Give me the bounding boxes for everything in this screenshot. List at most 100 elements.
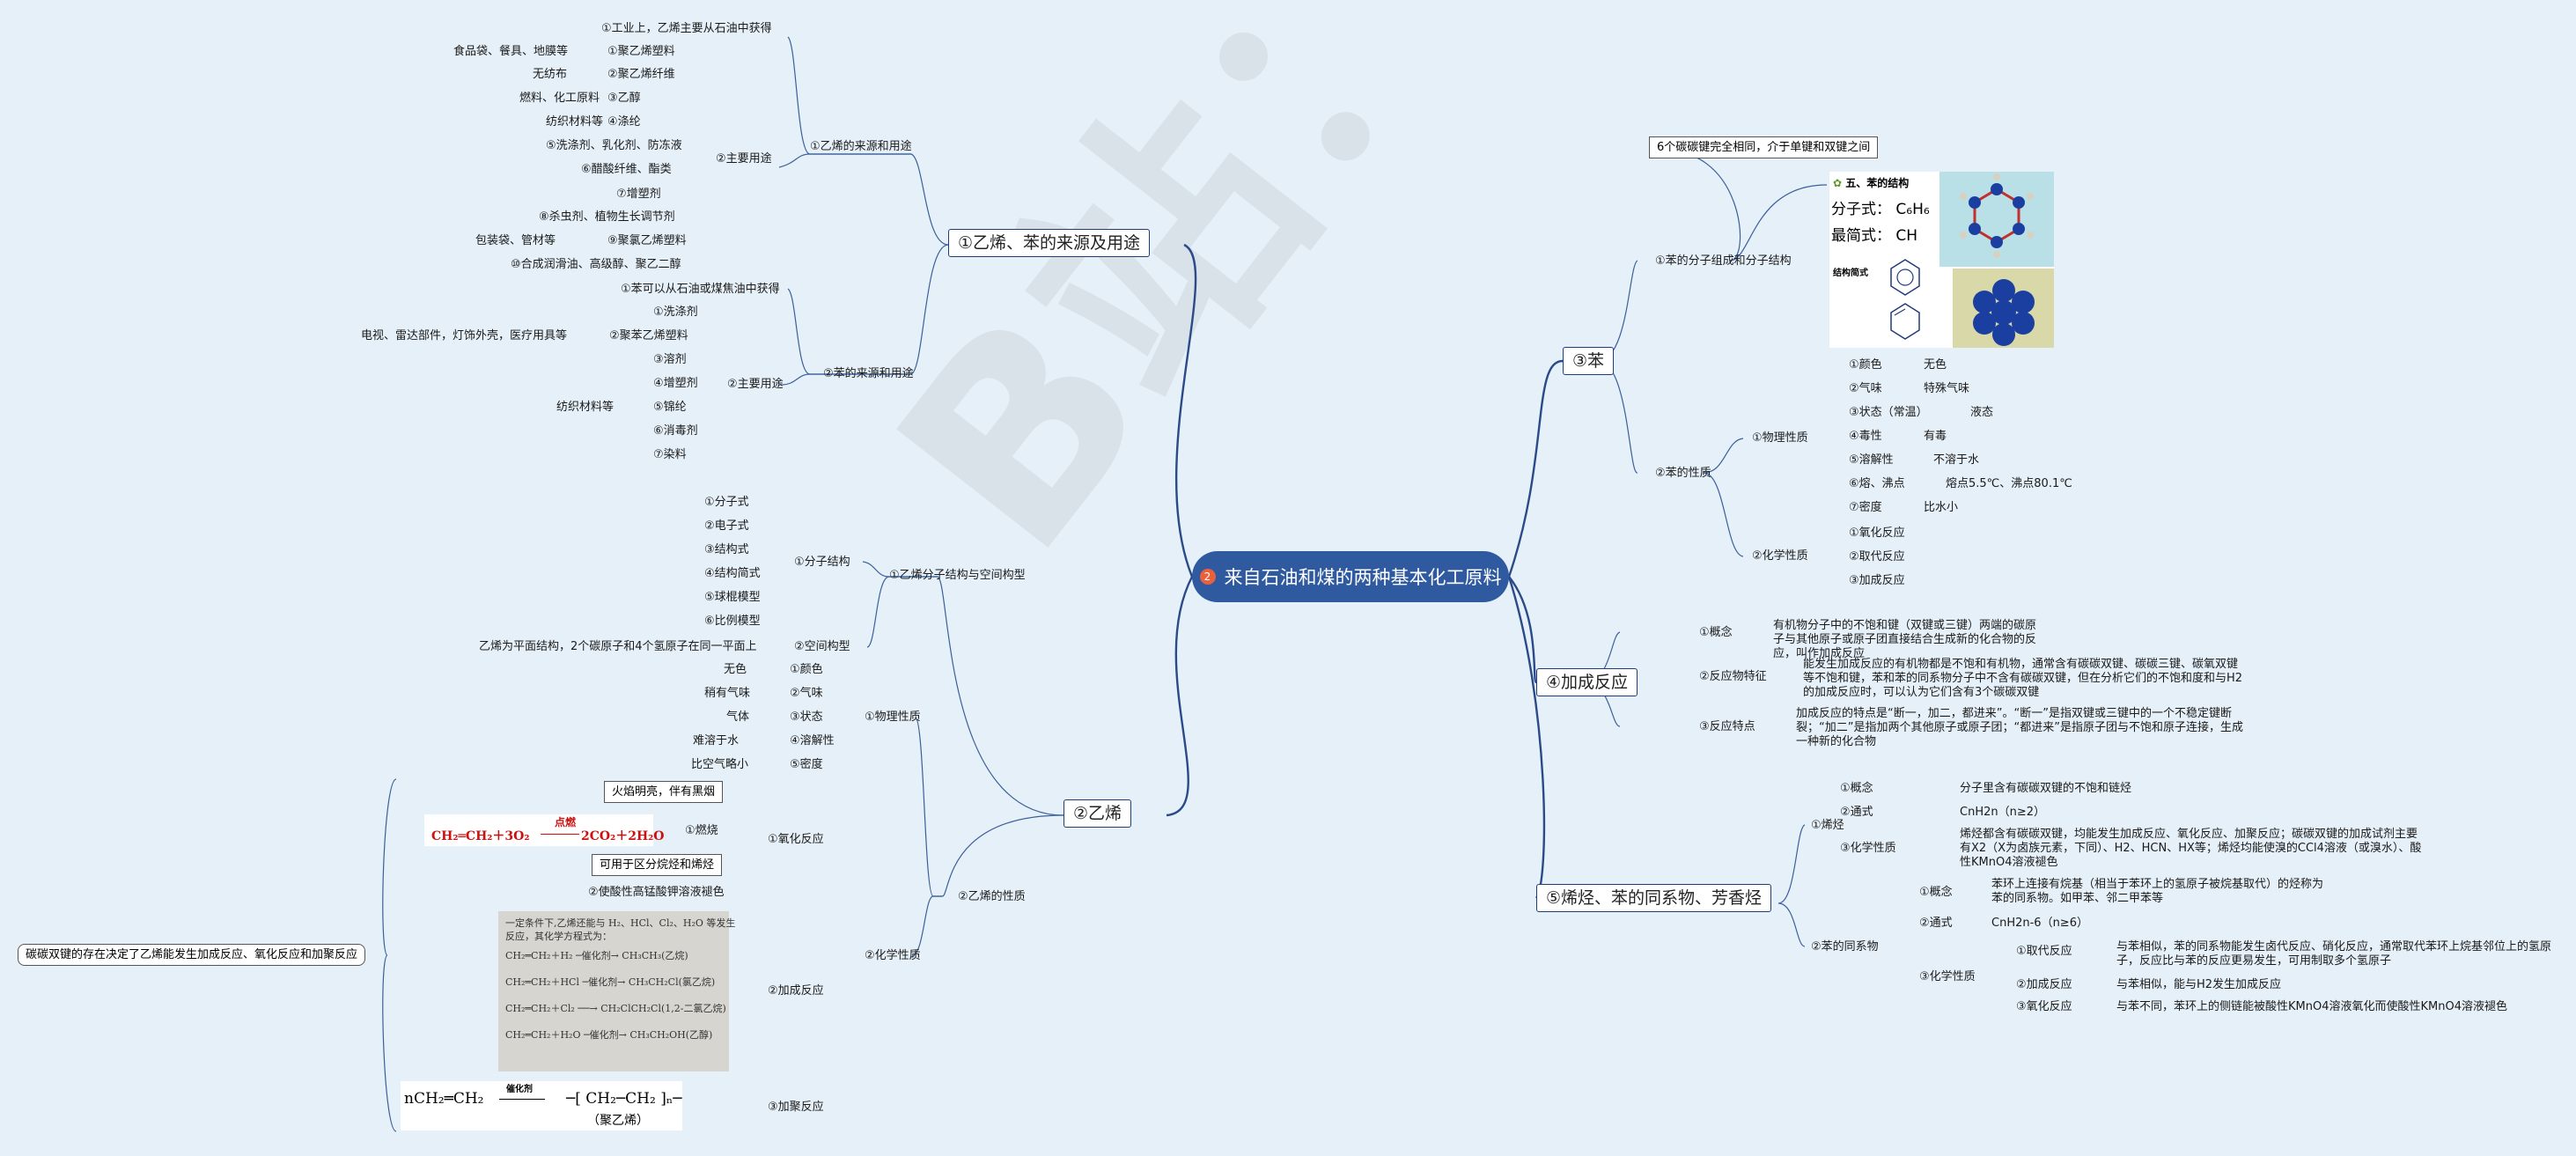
ethylene-physical-node[interactable]: ①物理性质	[865, 711, 921, 724]
benzene-structure-card: ✿ 五、苯的结构 分子式： C₆H₆ 最简式： CH 结构简式	[1829, 172, 2054, 348]
ethylene-structure-node[interactable]: ①乙烯分子结构与空间构型	[889, 569, 1026, 582]
card-struct-label: 结构简式	[1833, 269, 1868, 278]
branch-sources[interactable]: ①乙烯、苯的来源及用途	[948, 229, 1151, 257]
benzene-use-item[interactable]: ②聚苯乙烯塑料	[609, 329, 688, 342]
ethylene-physical-item[interactable]: ④溶解性	[790, 734, 835, 747]
benzene-chemical-node[interactable]: ②化学性质	[1752, 549, 1808, 563]
ethylene-use-item[interactable]: ③乙醇	[607, 92, 641, 105]
benzene-physical-item[interactable]: ①颜色	[1849, 358, 1882, 372]
alkene-item[interactable]: ③化学性质	[1840, 842, 1896, 855]
ethylene-physical-item[interactable]: ①颜色	[790, 663, 823, 676]
central-topic[interactable]: 2 来自石油和煤的两种基本化工原料	[1192, 551, 1509, 602]
molecular-structure-node[interactable]: ①分子结构	[794, 556, 850, 569]
benzene-physical-item[interactable]: ③状态（常温）	[1849, 406, 1928, 419]
branch-benzene[interactable]: ③苯	[1563, 347, 1615, 375]
benzene-use-item[interactable]: ⑦染料	[653, 448, 687, 461]
benzene-physical-item[interactable]: ⑥熔、沸点	[1849, 477, 1905, 490]
homolog-chem-node[interactable]: ③化学性质	[1919, 970, 1976, 983]
topic-badge: 2	[1199, 569, 1216, 585]
ethylene-source-node[interactable]: ①乙烯的来源和用途	[810, 140, 912, 153]
ethylene-use-item[interactable]: ①聚乙烯塑料	[607, 45, 675, 58]
alkene-node[interactable]: ①烯烃	[1811, 819, 1844, 832]
benzene-source-node[interactable]: ②苯的来源和用途	[823, 367, 914, 380]
addition-feature-node[interactable]: ③反应特点	[1699, 720, 1755, 733]
addition-reactant-text: 能发生加成反应的有机物都是不饱和有机物，通常含有碳碳双键、碳碳三键、碳氧双键等不…	[1803, 658, 2243, 699]
benzene-structure-node[interactable]: ①苯的分子组成和分子结构	[1655, 254, 1792, 268]
ethylene-use-item[interactable]: ⑦增塑剂	[616, 188, 661, 201]
molecular-structure-item[interactable]: ①分子式	[704, 496, 749, 509]
addition-reactant-node[interactable]: ②反应物特征	[1699, 670, 1767, 683]
benzene-physical-item[interactable]: ⑤溶解性	[1849, 453, 1894, 467]
ethylene-use-item[interactable]: ②聚乙烯纤维	[607, 68, 675, 81]
branch-aromatic[interactable]: ⑤烯烃、苯的同系物、芳香烃	[1536, 884, 1772, 912]
kmno4-node[interactable]: ②使酸性高锰酸钾溶液褪色	[588, 886, 725, 899]
gear-icon: ✿	[1833, 177, 1843, 189]
addition-concept-node[interactable]: ①概念	[1699, 626, 1733, 639]
addition-concept-text: 有机物分子中的不饱和键（双键或三键）两端的碳原子与其他原子或原子团直接结合生成新…	[1773, 619, 2037, 660]
ethylene-use-item[interactable]: ⑥醋酸纤维、酯类	[581, 163, 672, 176]
homolog-chem-item[interactable]: ①取代反应	[2016, 945, 2072, 958]
alkene-item[interactable]: ②通式	[1840, 806, 1873, 819]
hexagon-double-bond-icon	[1890, 303, 1920, 340]
card-formula: 分子式： C₆H₆	[1831, 201, 1930, 218]
benzene-chemical-item[interactable]: ①氧化反应	[1849, 526, 1905, 540]
polymerization-node[interactable]: ③加聚反应	[768, 1101, 824, 1114]
benzene-use-item[interactable]: ④增塑剂	[653, 377, 698, 390]
combustion-equation: CH₂═CH₂＋3O₂ 点燃 2CO₂＋2H₂O	[424, 814, 665, 846]
oxidation-node[interactable]: ①氧化反应	[768, 833, 824, 846]
ethylene-use-item[interactable]: ⑨聚氯乙烯塑料	[607, 234, 687, 247]
ethylene-use-item[interactable]: ④涤纶	[607, 115, 641, 129]
molecular-structure-item[interactable]: ③结构式	[704, 543, 749, 556]
ball-stick-benzene-icon	[1960, 173, 2034, 258]
homolog-chem-item[interactable]: ③氧化反应	[2016, 1000, 2072, 1013]
poly-eq-left: nCH₂═CH₂	[404, 1090, 484, 1108]
ethylene-physical-item[interactable]: ③状态	[790, 711, 823, 724]
molecular-structure-item[interactable]: ②电子式	[704, 519, 749, 533]
combustion-node[interactable]: ①燃烧	[685, 824, 718, 837]
benzene-physical-value: 有毒	[1924, 430, 1947, 443]
poly-eq-right: ─[ CH₂─CH₂ ]ₙ─	[566, 1090, 682, 1108]
ethylene-uses-node[interactable]: ②主要用途	[716, 152, 772, 166]
benzene-chemical-item[interactable]: ②取代反应	[1849, 550, 1905, 563]
ethylene-properties-node[interactable]: ②乙烯的性质	[958, 890, 1026, 903]
benzene-physical-item[interactable]: ⑦密度	[1849, 501, 1882, 514]
ethylene-use-item[interactable]: ⑧杀虫剂、植物生长调节剂	[539, 210, 675, 224]
molecular-structure-item[interactable]: ④结构简式	[704, 567, 761, 580]
ethylene-physical-value: 无色	[724, 663, 747, 676]
benzene-physical-item[interactable]: ②气味	[1849, 382, 1882, 395]
benzene-properties-node[interactable]: ②苯的性质	[1655, 467, 1711, 480]
molecular-structure-item[interactable]: ⑥比例模型	[704, 615, 761, 628]
ethylene-physical-value: 比空气略小	[691, 758, 749, 771]
benzene-use-item[interactable]: ③溶剂	[653, 353, 687, 366]
alkene-item-text: CnH2n（n≥2）	[1960, 806, 2046, 819]
homolog-chem-item[interactable]: ②加成反应	[2016, 978, 2072, 991]
spatial-config-node[interactable]: ②空间构型	[794, 640, 850, 653]
ethylene-chemical-node[interactable]: ②化学性质	[865, 949, 921, 962]
ethylene-physical-item[interactable]: ⑤密度	[790, 758, 823, 771]
homolog-formula-node[interactable]: ②通式	[1919, 917, 1953, 930]
homolog-node[interactable]: ②苯的同系物	[1811, 940, 1879, 954]
benzene-physical-item[interactable]: ④毒性	[1849, 430, 1882, 443]
benzene-physical-node[interactable]: ①物理性质	[1752, 431, 1808, 445]
addition-equation-line: 一定条件下,乙烯还能与 H₂、HCl、Cl₂、H₂O 等发生	[505, 917, 736, 929]
ethylene-use-item[interactable]: ⑤洗涤剂、乳化剂、防冻液	[546, 139, 682, 152]
homolog-concept-node[interactable]: ①概念	[1919, 886, 1953, 899]
distinguish-note: 可用于区分烷烃和烯烃	[592, 854, 723, 876]
benzene-chemical-item[interactable]: ③加成反应	[1849, 574, 1905, 587]
addition-node[interactable]: ②加成反应	[768, 984, 824, 998]
molecular-structure-item[interactable]: ⑤球棍模型	[704, 591, 761, 604]
ethylene-physical-item[interactable]: ②气味	[790, 687, 823, 700]
benzene-use-item[interactable]: ①洗涤剂	[653, 306, 698, 319]
benzene-use-item[interactable]: ⑥消毒剂	[653, 424, 698, 438]
alkene-item[interactable]: ①概念	[1840, 782, 1873, 795]
benzene-physical-value: 液态	[1970, 406, 1994, 419]
benzene-use-item[interactable]: ⑤锦纶	[653, 401, 687, 414]
ethylene-use-example: 食品袋、餐具、地膜等	[453, 45, 569, 58]
homolog-formula-text: CnH2n-6（n≥6）	[1991, 917, 2088, 930]
ethylene-source-industry: ①工业上，乙烯主要从石油中获得	[601, 22, 772, 35]
benzene-uses-node[interactable]: ②主要用途	[727, 378, 784, 391]
space-filling-benzene-icon	[1973, 279, 2035, 346]
branch-addition-reaction[interactable]: ④加成反应	[1536, 668, 1638, 696]
branch-ethylene[interactable]: ②乙烯	[1064, 799, 1132, 828]
ethylene-use-item[interactable]: ⑩合成润滑油、高级醇、聚乙二醇	[511, 258, 681, 271]
